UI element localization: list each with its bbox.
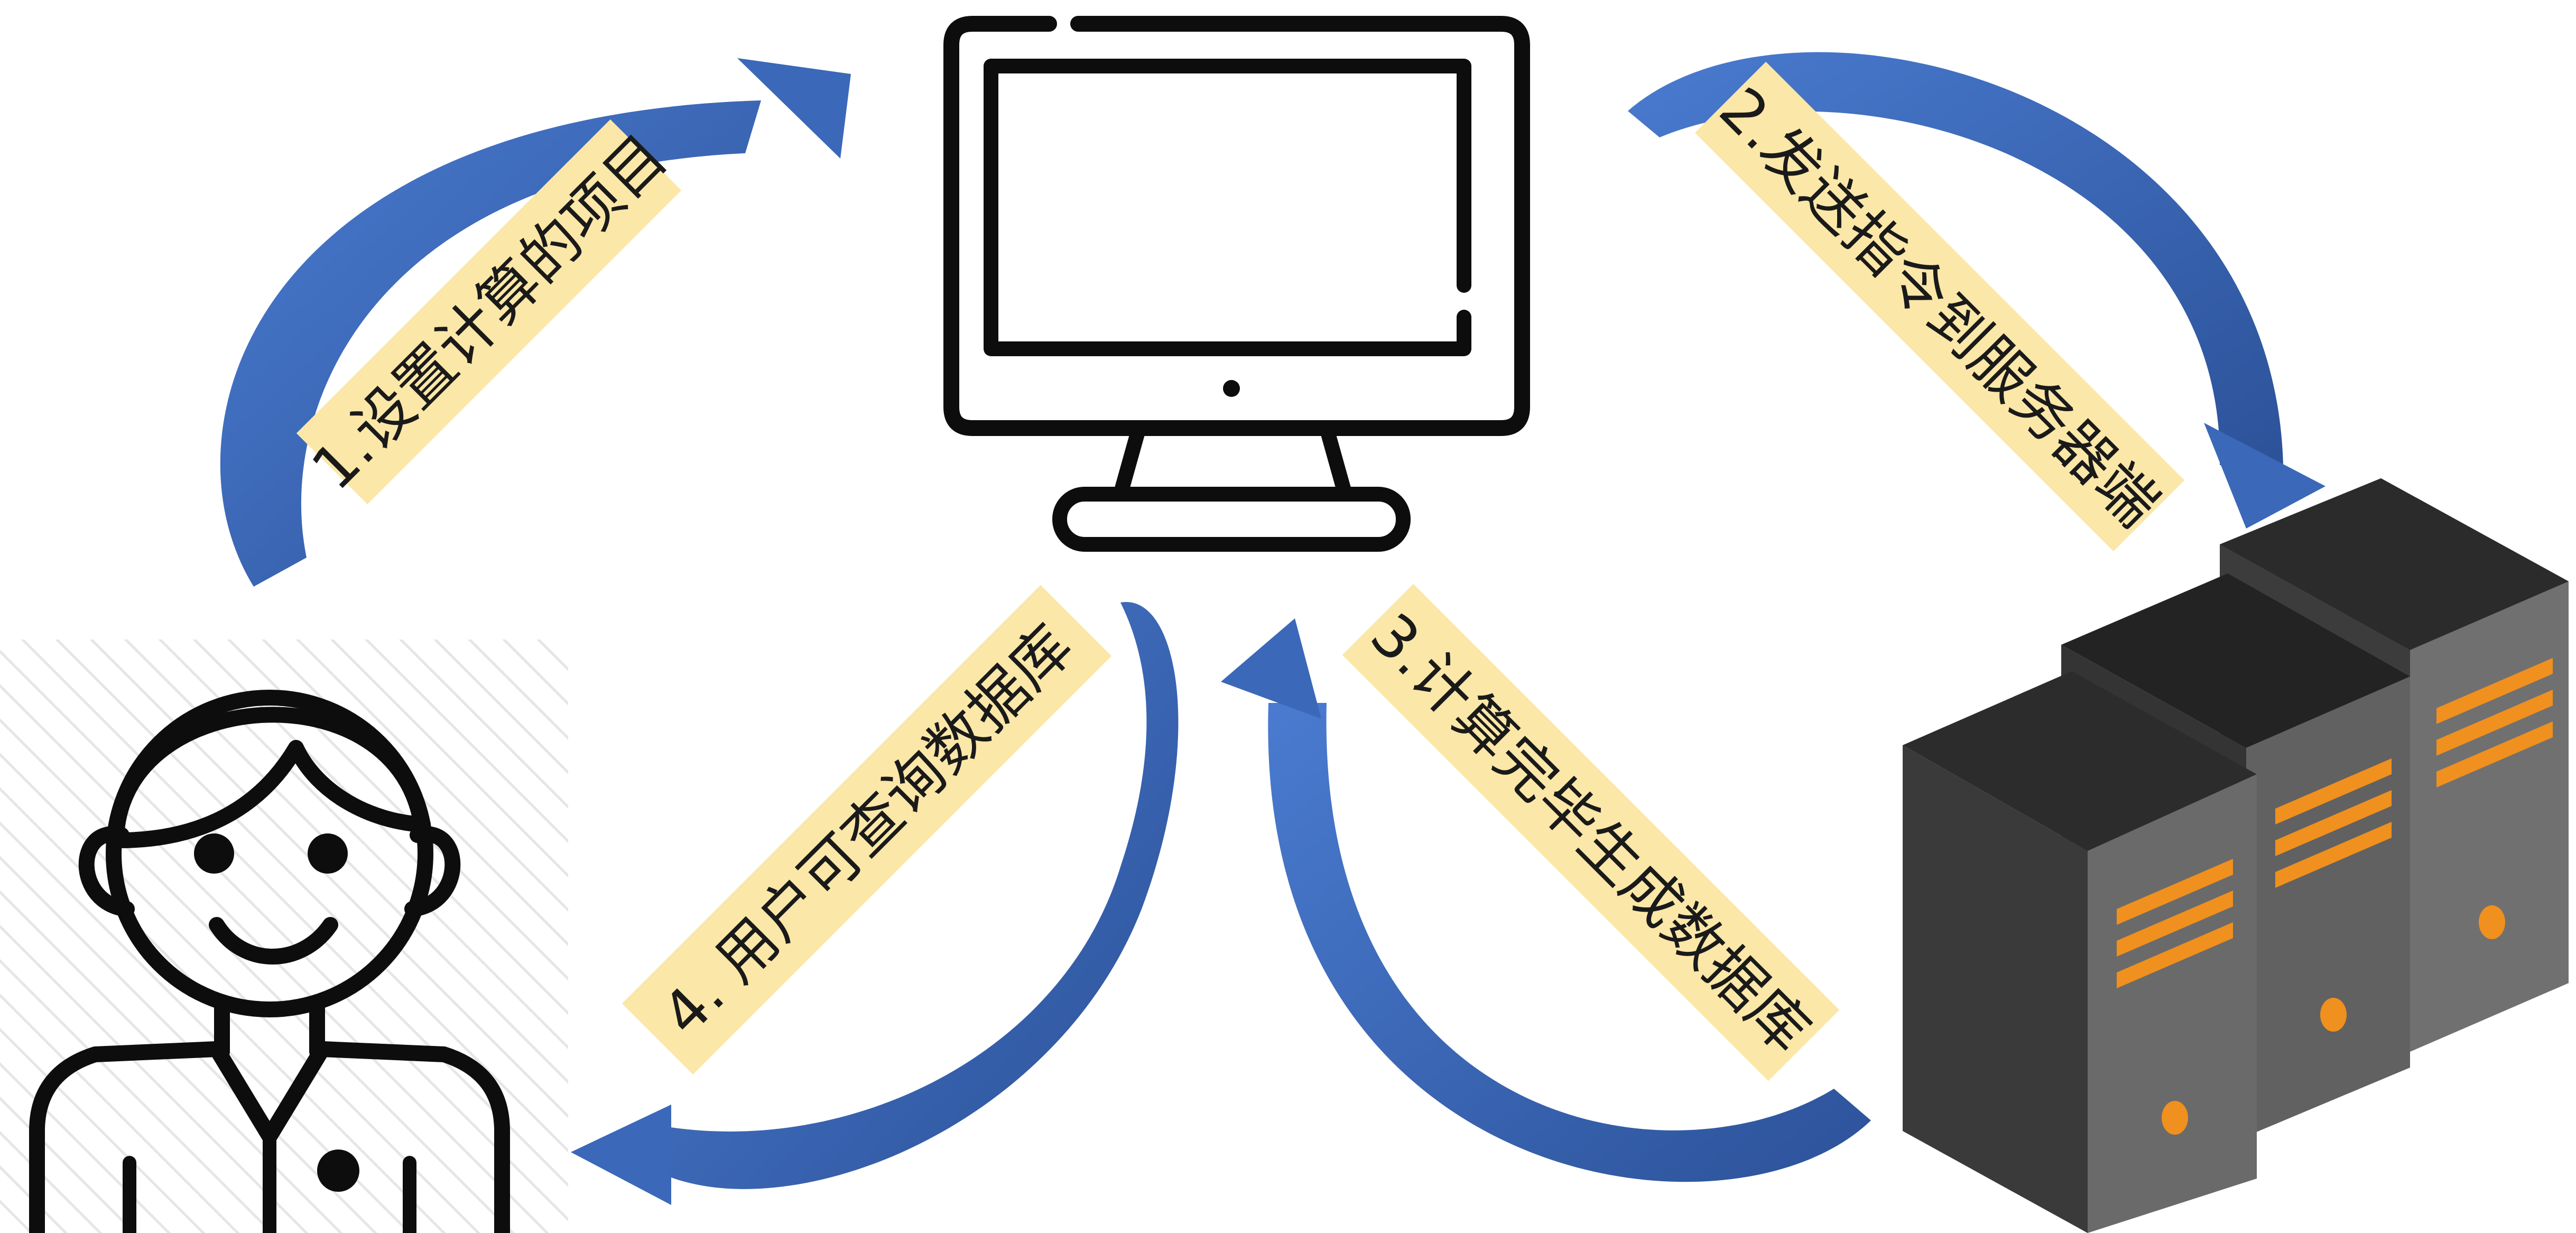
- step-2-label: 2.发送指令到服务器端: [1694, 61, 2185, 552]
- server-unit-front: [1903, 671, 2257, 1233]
- arrow-step-4: [571, 601, 1179, 1205]
- user-background-pattern: [0, 639, 568, 1233]
- svg-text:4. 用户可查询数据库: 4. 用户可查询数据库: [649, 612, 1086, 1049]
- step-4-label: 4. 用户可查询数据库: [622, 585, 1112, 1075]
- arrow-step-3: [1221, 618, 1871, 1182]
- svg-text:3.计算完毕生成数据库: 3.计算完毕生成数据库: [1357, 600, 1822, 1065]
- server-rack-icon: [1903, 478, 2569, 1233]
- arrow-step-1: [220, 58, 851, 587]
- monitor-icon: [943, 16, 1530, 552]
- arrow-step-2: [1628, 52, 2325, 529]
- step-3-label: 3.计算完毕生成数据库: [1342, 583, 1840, 1081]
- user-icon: [29, 690, 510, 1233]
